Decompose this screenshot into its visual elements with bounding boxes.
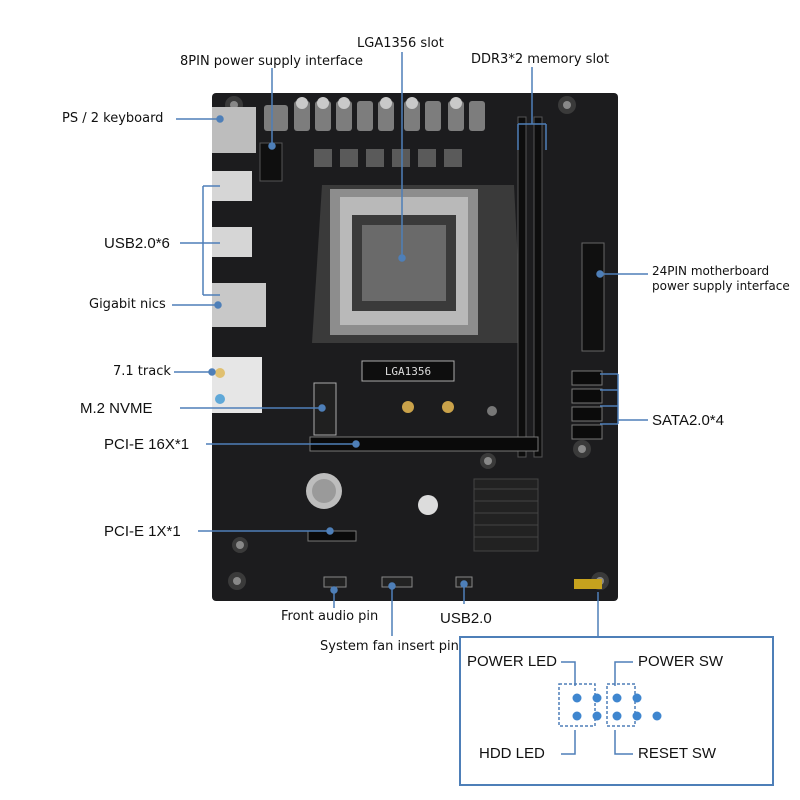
label-pcie-16x: PCI-E 16X*1 (104, 436, 190, 453)
pin-header-graphic (558, 661, 662, 755)
label-8pin-power: 8PIN power supply interface (180, 54, 364, 69)
label-reset-sw: RESET SW (638, 745, 717, 762)
label-ddr3-slot: DDR3*2 memory slot (471, 52, 610, 67)
label-audio-track: 7.1 track (113, 364, 171, 379)
label-usb-six: USB2.0*6 (104, 235, 170, 252)
label-system-fan: System fan insert pin (320, 639, 459, 654)
label-sata: SATA2.0*4 (652, 412, 724, 429)
label-front-audio: Front audio pin (281, 609, 379, 624)
label-pcie-1x: PCI-E 1X*1 (104, 523, 181, 540)
socket-silkscreen: LGA1356 (385, 365, 431, 378)
label-power-sw: POWER SW (638, 653, 723, 670)
label-24pin-line2: power supply interface (652, 279, 790, 293)
label-ps2-keyboard: PS / 2 keyboard (62, 111, 164, 126)
label-gigabit-nics: Gigabit nics (89, 297, 166, 312)
label-hdd-led: HDD LED (479, 745, 545, 762)
label-lga1356-slot: LGA1356 slot (357, 36, 444, 51)
label-power-led: POWER LED (467, 653, 558, 670)
front-panel-diagram: POWER LED POWER SW HDD LED RESET SW (459, 636, 774, 786)
label-m2-nvme: M.2 NVME (80, 400, 153, 417)
label-usb2: USB2.0 (440, 610, 492, 627)
label-24pin-line1: 24PIN motherboard (652, 264, 770, 278)
